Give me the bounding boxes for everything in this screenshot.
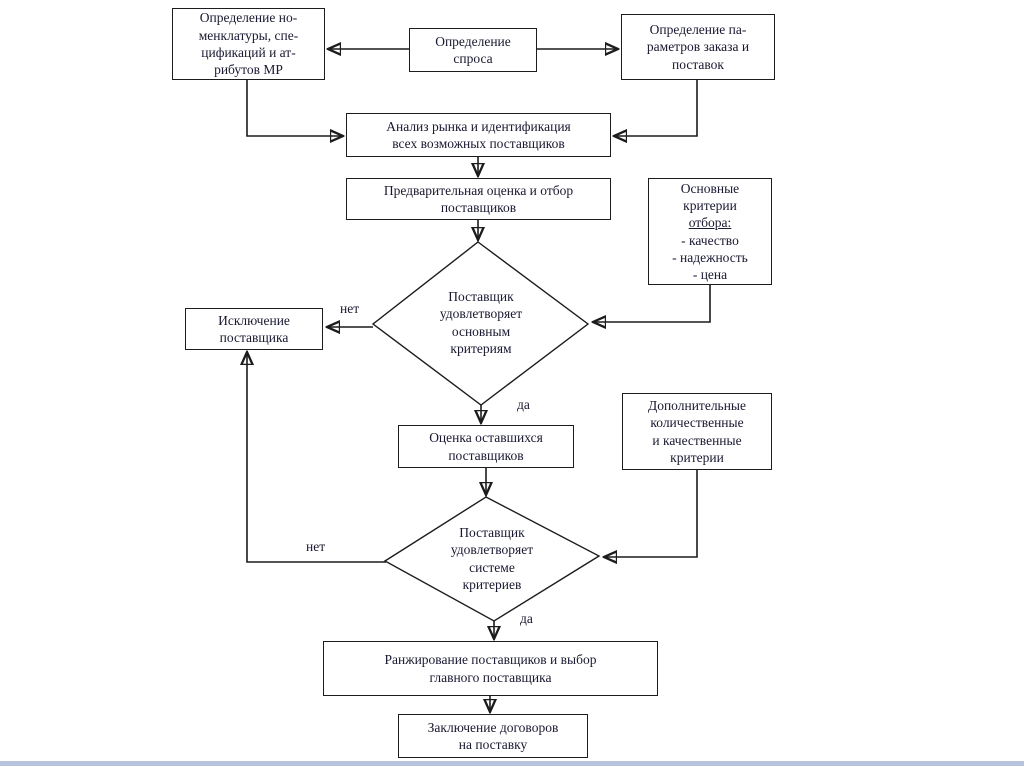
- node-evaluate-remaining: Оценка оставшихся поставщиков: [398, 425, 574, 468]
- node-main-criteria-items: - качество - надежность - цена: [672, 232, 748, 283]
- node-market-analysis-label: Анализ рынка и идентификация всех возмож…: [386, 118, 571, 151]
- node-define-order-params: Определение па- раметров заказа и постав…: [621, 14, 775, 80]
- connector-decision-system-no-to-exclusion: [247, 352, 386, 563]
- decision-main-criteria-shape: [371, 241, 590, 406]
- node-main-criteria-head: Основные критерии: [680, 180, 740, 213]
- node-conclude-contracts: Заключение договоров на поставку: [398, 714, 588, 758]
- node-main-criteria: Основные критерии отбора: - качество - н…: [648, 178, 772, 285]
- node-define-demand: Определение спроса: [409, 28, 537, 72]
- node-define-demand-label: Определение спроса: [435, 33, 511, 66]
- node-additional-criteria: Дополнительные количественные и качестве…: [622, 393, 772, 470]
- connector-main-criteria-to-decision-main: [593, 285, 711, 322]
- decision-system-criteria-label: Поставщик удовлетворяет системе критерие…: [450, 525, 534, 592]
- edge-label-yes-1: да: [517, 397, 530, 412]
- node-preliminary-selection-label: Предварительная оценка и отбор поставщик…: [383, 182, 574, 215]
- node-exclude-supplier-label: Исключение поставщика: [218, 312, 290, 345]
- node-define-order-params-label: Определение па- раметров заказа и постав…: [646, 22, 750, 72]
- node-preliminary-selection: Предварительная оценка и отбор поставщик…: [346, 178, 611, 220]
- connector-additional-criteria-to-decision-system: [604, 470, 698, 557]
- slide-bottom-edge: [0, 761, 1024, 766]
- decision-main-criteria-label: Поставщик удовлетворяет основным критери…: [439, 289, 523, 356]
- node-conclude-contracts-label: Заключение договоров на поставку: [427, 719, 559, 752]
- node-define-nomenclature: Определение но- менклатуры, спе- цификац…: [172, 8, 325, 80]
- node-additional-criteria-label: Дополнительные количественные и качестве…: [647, 397, 746, 465]
- connector-nomenclature-to-market-analysis: [246, 80, 343, 136]
- node-ranking-suppliers-label: Ранжирование поставщиков и выбор главног…: [384, 652, 597, 685]
- node-evaluate-remaining-label: Оценка оставшихся поставщиков: [429, 430, 543, 463]
- edge-label-no-2: нет: [306, 539, 326, 554]
- node-exclude-supplier: Исключение поставщика: [185, 308, 323, 350]
- node-market-analysis: Анализ рынка и идентификация всех возмож…: [346, 113, 611, 157]
- decision-system-criteria-shape: [383, 496, 601, 622]
- node-main-criteria-underlined: отбора:: [688, 215, 732, 231]
- connector-order-params-to-market-analysis: [614, 80, 698, 136]
- edge-label-no-1: нет: [340, 301, 360, 316]
- node-ranking-suppliers: Ранжирование поставщиков и выбор главног…: [323, 641, 658, 696]
- edge-label-yes-2: да: [520, 611, 533, 626]
- node-define-nomenclature-label: Определение но- менклатуры, спе- цификац…: [198, 10, 299, 78]
